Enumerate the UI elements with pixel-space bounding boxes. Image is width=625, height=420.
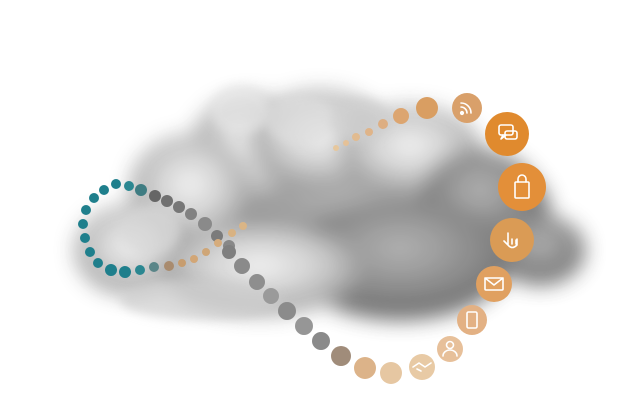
award-icon bbox=[416, 97, 438, 119]
handshake-icon bbox=[409, 354, 435, 380]
at-sign-icon bbox=[263, 288, 279, 304]
settings-icon bbox=[312, 332, 330, 350]
wifi-icon bbox=[119, 266, 131, 278]
left-loop bbox=[78, 179, 247, 278]
document-icon bbox=[380, 362, 402, 384]
globe-icon bbox=[89, 193, 99, 203]
music-icon bbox=[105, 264, 117, 276]
image-icon bbox=[354, 357, 376, 379]
heart-icon bbox=[295, 317, 313, 335]
rss-icon bbox=[452, 93, 482, 123]
icon-glyphs bbox=[412, 102, 530, 372]
mail-icon bbox=[93, 258, 103, 268]
teal-dot-icon bbox=[111, 179, 121, 189]
binoculars-icon bbox=[331, 346, 351, 366]
chat-bubbles-icon bbox=[485, 112, 529, 156]
video-icon bbox=[80, 233, 90, 243]
phone-icon bbox=[99, 185, 109, 195]
shopping-bag-icon bbox=[498, 163, 546, 211]
upper-arc bbox=[333, 97, 438, 151]
share-icon bbox=[278, 302, 296, 320]
camera-icon bbox=[81, 205, 91, 215]
tablet-icon bbox=[457, 305, 487, 335]
pin-icon bbox=[78, 219, 88, 229]
photo-icon bbox=[234, 258, 250, 274]
star-icon bbox=[85, 247, 95, 257]
cloud-icon bbox=[249, 274, 265, 290]
cart-icon bbox=[393, 108, 409, 124]
calendar-icon bbox=[222, 245, 236, 259]
